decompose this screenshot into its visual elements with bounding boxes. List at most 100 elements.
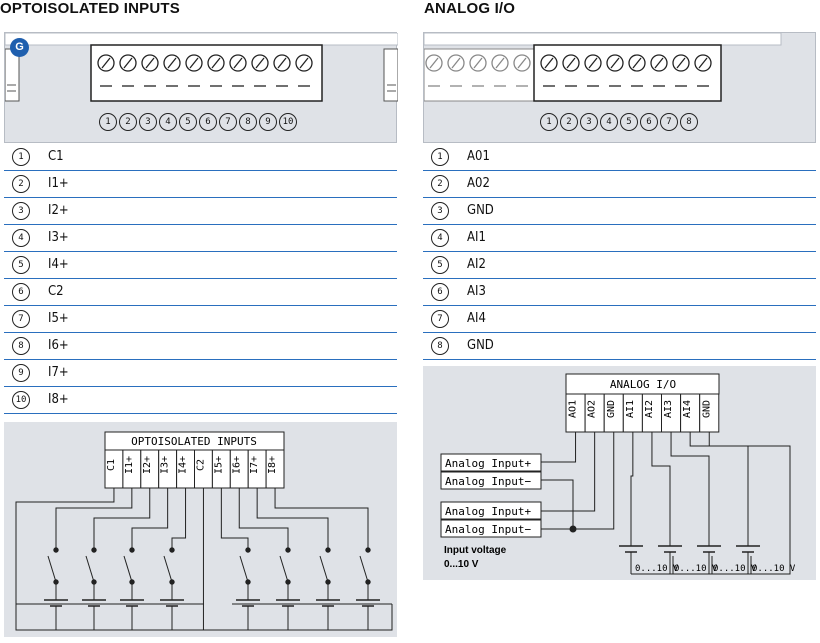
pin-label: I8+ (48, 392, 69, 407)
pin-number-4: 4 (159, 113, 177, 131)
input-wire (131, 488, 169, 550)
source-voltage-label: 0...10 V (674, 564, 718, 574)
pin-number-6: 6 (199, 113, 217, 131)
ao2-wire (541, 432, 596, 512)
analog-input-box (440, 501, 542, 520)
ai-wire (651, 432, 671, 546)
diagram-pin-label: I7+ (249, 456, 260, 474)
screw-slot (123, 57, 133, 69)
pin-number: 3 (12, 202, 30, 220)
pin-number: 6 (12, 283, 30, 301)
right-connector-drawing (424, 33, 782, 102)
pin-number-8: 8 (239, 113, 257, 131)
ai-wire (630, 432, 634, 546)
pin-label: C2 (48, 284, 64, 299)
screw-slot (495, 57, 505, 69)
switch-blade (123, 555, 133, 583)
pin-number: 10 (12, 391, 30, 409)
pin-number-2: 2 (560, 113, 578, 131)
screw-slot (211, 57, 221, 69)
analog-input-label: Analog Input− (445, 523, 531, 536)
screw-slot (429, 57, 439, 69)
pin-label: AI3 (467, 284, 486, 299)
pin-label: I7+ (48, 365, 69, 380)
switch-node (325, 547, 331, 553)
diagram-pin-label: AI4 (682, 400, 693, 418)
ai-wire (670, 432, 710, 546)
screw-slot (277, 57, 287, 69)
input-wire (220, 488, 249, 550)
screw-slot (167, 57, 177, 69)
pin-label: I4+ (48, 257, 69, 272)
pin-number-5: 5 (620, 113, 638, 131)
left-diagram-title: OPTOISOLATED INPUTS (131, 435, 257, 448)
input-wire (171, 488, 187, 550)
ao1-wire (541, 432, 577, 463)
diagram-pin-label: GND (701, 400, 712, 418)
pin-label: AI4 (467, 311, 486, 326)
gnd-return-wire (631, 432, 791, 575)
screw-slot (451, 57, 461, 69)
pin-row: 7 AI4 (423, 306, 816, 333)
diagram-pin-label: I6+ (231, 456, 242, 474)
pin-number: 1 (12, 148, 30, 166)
screw-slot (299, 57, 309, 69)
switch-node (53, 547, 59, 553)
ai-wire (689, 432, 749, 546)
screw-slot (101, 57, 111, 69)
input-wire (238, 488, 289, 550)
source-voltage-label: 0...10 V (713, 564, 757, 574)
switch-blade (319, 555, 329, 583)
pin-label: I3+ (48, 230, 69, 245)
pin-label: I1+ (48, 176, 69, 191)
pin-number: 4 (12, 229, 30, 247)
common-wire-c1 (15, 488, 216, 631)
source-voltage-label: 0...10 V (635, 564, 679, 574)
input-voltage-label: Input voltage (444, 545, 507, 556)
pin-row: 6 C2 (4, 279, 397, 306)
diagram-pin-label: AI1 (625, 400, 636, 418)
pin-row: 4 AI1 (423, 225, 816, 252)
analog-input-label: Analog Input− (445, 475, 531, 488)
right-diagram-title: ANALOG I/O (610, 378, 676, 391)
screw-slot (654, 57, 664, 69)
switch-blade (47, 555, 57, 583)
screw-slot (588, 57, 598, 69)
pin-number-9: 9 (259, 113, 277, 131)
pin-label: A02 (467, 176, 490, 191)
pin-number: 7 (12, 310, 30, 328)
pin-number: 4 (431, 229, 449, 247)
section-badge: G (10, 38, 29, 57)
diagram-pin-label: C2 (195, 459, 206, 471)
pin-number-1: 1 (99, 113, 117, 131)
pin-number-2: 2 (119, 113, 137, 131)
pin-number: 8 (431, 337, 449, 355)
pin-number: 7 (431, 310, 449, 328)
analog-input-label: Analog Input+ (445, 505, 531, 518)
switch-node (129, 547, 135, 553)
screw-slot (233, 57, 243, 69)
pin-number-1: 1 (540, 113, 558, 131)
right-section-title: ANALOG I/O (424, 0, 516, 17)
switch-blade (359, 555, 369, 583)
screw-slot (517, 57, 527, 69)
pin-label: C1 (48, 149, 64, 164)
pin-label: AI1 (467, 230, 486, 245)
switch-node (365, 547, 371, 553)
switch-node (169, 547, 175, 553)
